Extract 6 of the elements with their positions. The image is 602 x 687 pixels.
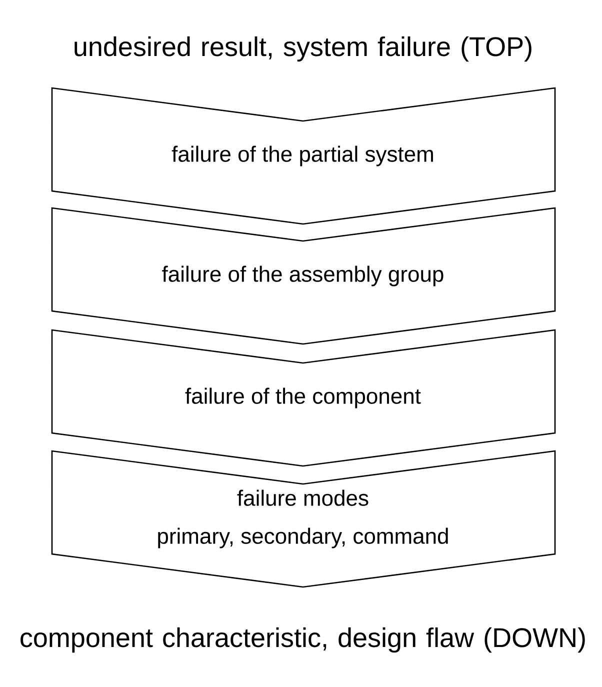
chevron-box: failure modes primary, secondary, command <box>51 450 556 588</box>
chevron-box: failure of the assembly group <box>51 207 556 345</box>
caption-text: undesired result, system failure (TOP) <box>74 36 532 62</box>
caption-text: component characteristic, design flaw (DOWN) <box>20 627 585 653</box>
chevron-box: failure of the component <box>51 329 556 467</box>
chevron-box: failure of the partial system <box>51 87 556 225</box>
